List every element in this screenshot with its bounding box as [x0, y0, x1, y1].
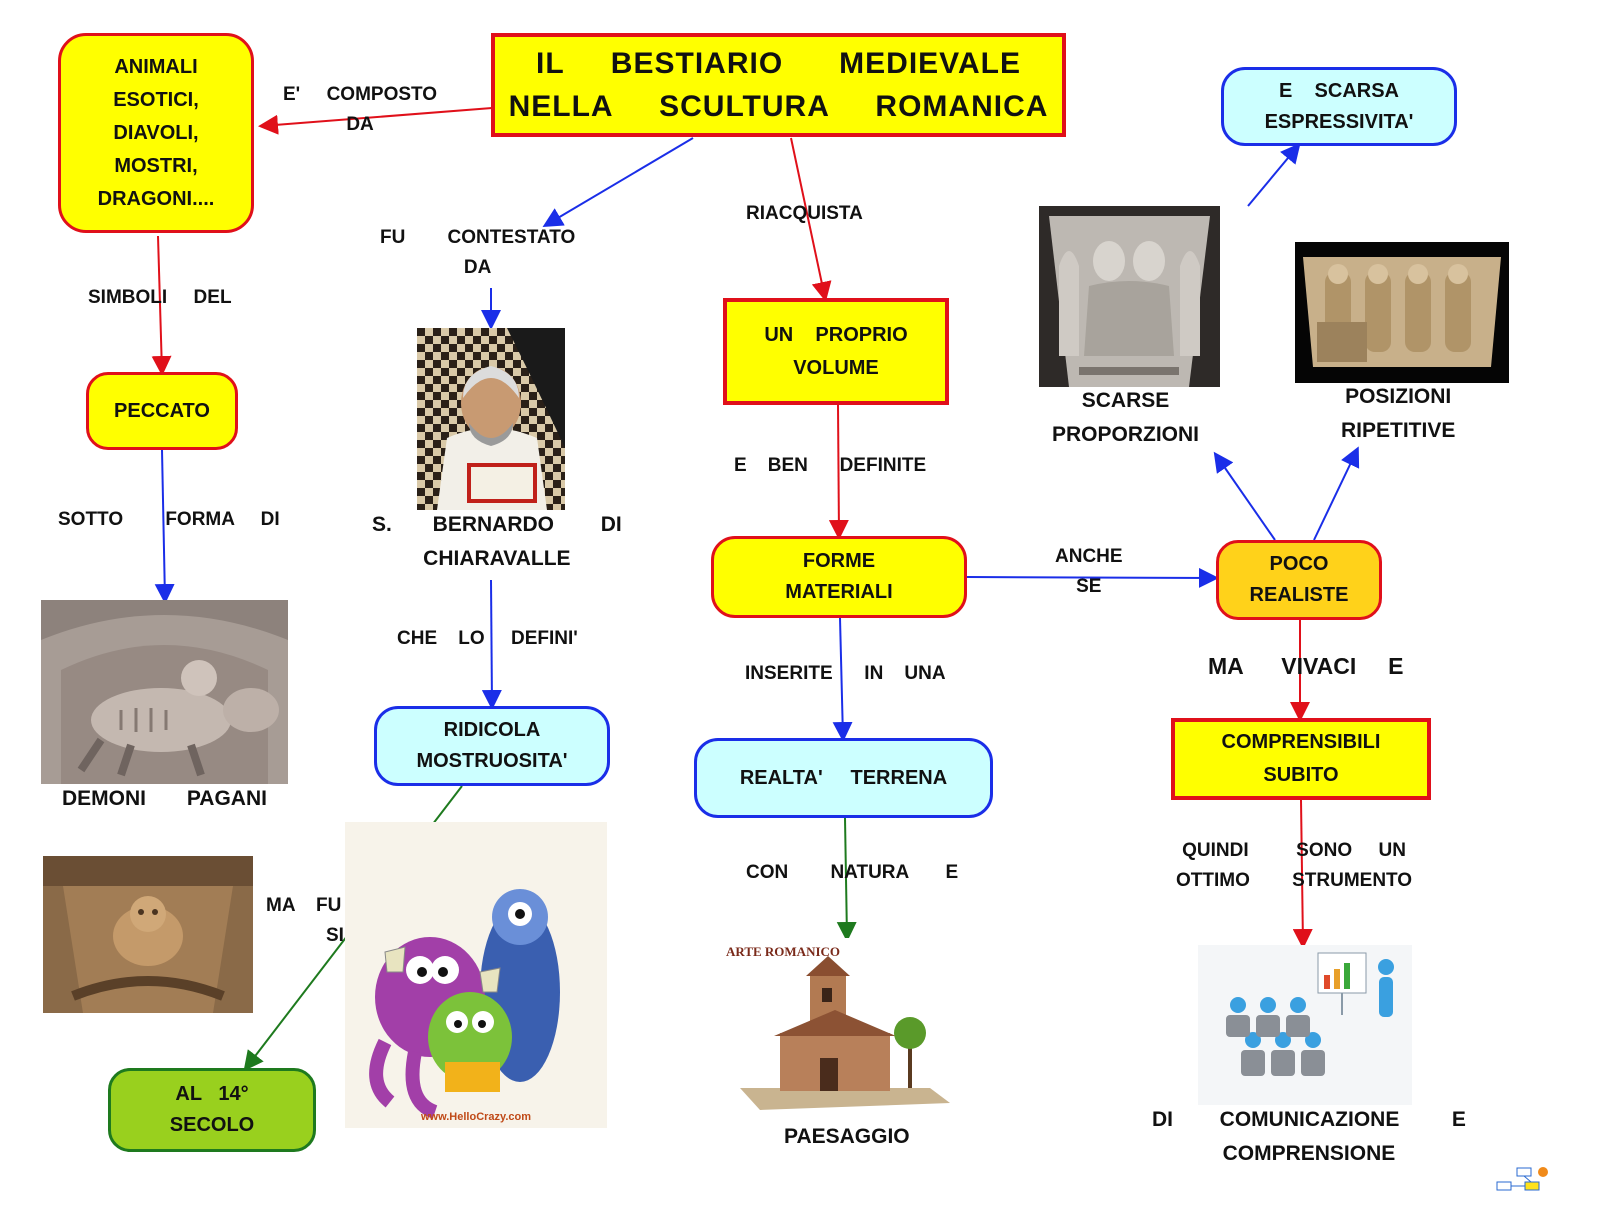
- label-ben-definite: E BEN DEFINITE: [734, 455, 927, 476]
- caption-comunicazione-comprensione: DI COMUNICAZIONE E COMPRENSIONE: [1152, 1108, 1466, 1165]
- arrow-animali-to-peccato: [151, 235, 172, 376]
- monkey-capital-image: [43, 856, 253, 1013]
- arrow-realta-to-paesaggio: [836, 817, 857, 942]
- arrow-forme-to-poco: [966, 567, 1219, 588]
- capital-figures-image: [1039, 206, 1220, 387]
- romanesque-church-image: ARTE ROMANICO: [720, 938, 958, 1116]
- arte-romanico-label: ARTE ROMANICO: [726, 944, 840, 959]
- node-poco-realiste: POCO REALISTE: [1216, 540, 1382, 620]
- node-proprio-volume: UN PROPRIO VOLUME: [723, 298, 949, 405]
- arrow-poco-to-scarse: [1213, 451, 1276, 541]
- caption-scarse-proporzioni: SCARSE PROPORZIONI: [1052, 389, 1200, 446]
- arrow-title-to-contestato: [542, 137, 694, 228]
- hellocrazy-watermark: www.HelloCrazy.com: [420, 1111, 531, 1123]
- caption-demoni-pagani: DEMONI PAGANI: [62, 787, 267, 810]
- label-ma-vivaci-e: MA VIVACI E: [1208, 653, 1404, 679]
- node-comprensibili-subito: COMPRENSIBILI SUBITO: [1171, 718, 1431, 800]
- node-peccato: PECCATO: [86, 372, 238, 450]
- label-simboli-del: SIMBOLI DEL: [88, 287, 232, 308]
- demon-relief-image: [41, 600, 288, 784]
- arrow-volume-to-forme: [828, 404, 849, 540]
- node-ridicola-mostruosita: RIDICOLA MOSTRUOSITA': [374, 706, 610, 786]
- label-inserite-in-una: INSERITE IN UNA: [745, 663, 946, 684]
- arrow-bernardo-to-ridicola: [481, 579, 502, 710]
- label-che-lo-defini: CHE LO DEFINI': [397, 628, 578, 649]
- label-sotto-forma-di: SOTTO FORMA DI: [58, 509, 280, 530]
- arrow-title-to-animali: [258, 107, 493, 135]
- capital-repetitive-image: [1295, 242, 1509, 383]
- map-title: IL BESTIARIO MEDIEVALE NELLA SCULTURA RO…: [491, 33, 1066, 137]
- label-anche-se: ANCHE SE: [1055, 546, 1123, 598]
- arrow-comprensibili-to-comunicazione: [1292, 799, 1313, 949]
- arrow-scarse-to-espressivita: [1247, 142, 1301, 207]
- arrow-forme-to-realta: [832, 617, 853, 742]
- node-scarsa-espressivita: E SCARSA ESPRESSIVITA': [1221, 67, 1457, 146]
- cartoon-monsters-image: www.HelloCrazy.com: [345, 822, 607, 1128]
- node-forme-materiali: FORME MATERIALI: [711, 536, 967, 618]
- label-quindi-ottimo-strumento: QUINDI SONO UN OTTIMO STRUMENTO: [1176, 840, 1413, 892]
- label-composto-da: E' COMPOSTO DA: [283, 84, 438, 136]
- app-logo-icon: [1495, 1164, 1551, 1196]
- san-bernardo-portrait: [417, 328, 565, 510]
- caption-paesaggio: PAESAGGIO: [784, 1125, 910, 1148]
- node-realta-terrena: REALTA' TERRENA: [694, 738, 993, 818]
- label-riacquista: RIACQUISTA: [746, 203, 863, 224]
- label-contestato-da: FU CONTESTATO DA: [380, 227, 576, 279]
- node-al-14-secolo: AL 14° SECOLO: [108, 1068, 316, 1152]
- presentation-people-image: [1198, 945, 1412, 1105]
- caption-posizioni-ripetitive: POSIZIONI RIPETITIVE: [1341, 385, 1456, 442]
- arrow-peccato-to-demoni: [154, 449, 175, 604]
- arrow-poco-to-posizioni: [1313, 446, 1360, 541]
- node-animali: ANIMALI ESOTICI, DIAVOLI, MOSTRI, DRAGON…: [58, 33, 254, 233]
- caption-bernardo: S. BERNARDO DI CHIARAVALLE: [372, 513, 622, 570]
- arrow-title-to-volume: [790, 137, 832, 302]
- label-con-natura-e: CON NATURA E: [746, 862, 959, 883]
